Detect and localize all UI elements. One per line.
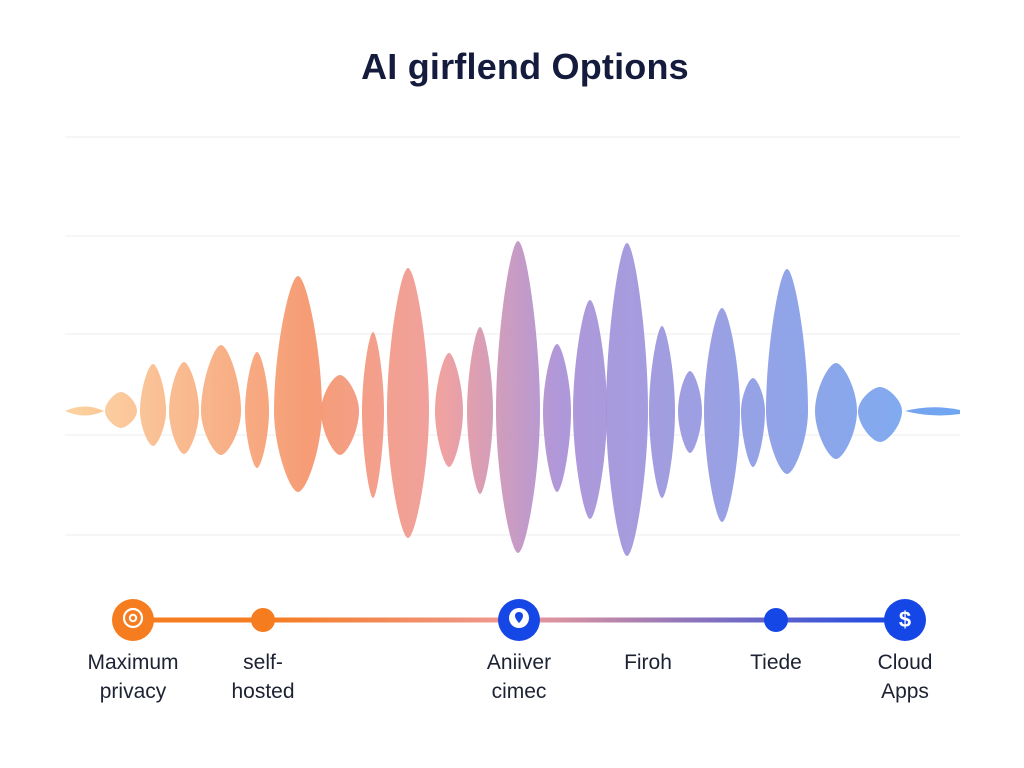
stop-label-line: Apps (881, 680, 929, 703)
stop-label-3: Aniiver cimec (449, 648, 589, 706)
pin-icon (506, 605, 532, 636)
wave-lobe (435, 353, 463, 467)
wave-lobe (201, 345, 241, 455)
timeline-node-6[interactable]: $ (884, 599, 926, 641)
wave-lobe (704, 308, 740, 522)
wave-tail-left (65, 406, 104, 416)
stop-label-line: Aniiver (486, 651, 552, 674)
stop-label-2: self-hosted (193, 648, 333, 706)
wave-lobe (678, 371, 702, 453)
wave-lobe (741, 378, 765, 467)
wave-lobe (321, 375, 359, 455)
stop-label-4: Firoh (578, 648, 718, 706)
wave-lobe (467, 327, 493, 494)
wave-lobe (815, 363, 857, 459)
stop-label-line: Maximum (87, 651, 179, 674)
stop-label-line (578, 677, 718, 706)
stop-label-line (706, 677, 846, 706)
wave-lobe (362, 332, 384, 498)
stop-label-line: Cloud (877, 651, 933, 674)
timeline-node-3[interactable] (498, 599, 540, 641)
timeline-node-5[interactable] (764, 608, 788, 632)
wave-lobe (387, 268, 429, 538)
wave-lobe (649, 326, 675, 498)
wave-lobe (543, 344, 571, 492)
timeline-node-2[interactable] (251, 608, 275, 632)
stop-label-line: cimec (491, 680, 547, 703)
privacy-icon (121, 606, 145, 635)
wave-lobe (169, 362, 199, 454)
wave-lobe (496, 241, 540, 553)
stop-label-line: privacy (99, 680, 167, 703)
wave-lobe (606, 243, 648, 556)
wave-lobe (766, 269, 808, 474)
timeline-node-1[interactable] (112, 599, 154, 641)
page-title: AI girflend Options (361, 46, 689, 87)
wave-lobe (245, 352, 269, 468)
stop-label-line: Tiede (750, 651, 802, 674)
wave-lobe (573, 300, 607, 519)
stop-label-line: self- (243, 651, 283, 674)
stop-label-5: Tiede (706, 648, 846, 706)
wave-lobe (140, 364, 166, 446)
dollar-icon: $ (898, 607, 912, 632)
wave-tail-right (905, 407, 960, 416)
stop-label-line: hosted (231, 680, 295, 703)
stop-label-line: Firoh (624, 651, 672, 674)
wave-lobe (858, 387, 902, 442)
wave-lobe (274, 276, 322, 492)
stop-label-1: Maximum privacy (63, 648, 203, 706)
wave-lobe (105, 392, 137, 428)
